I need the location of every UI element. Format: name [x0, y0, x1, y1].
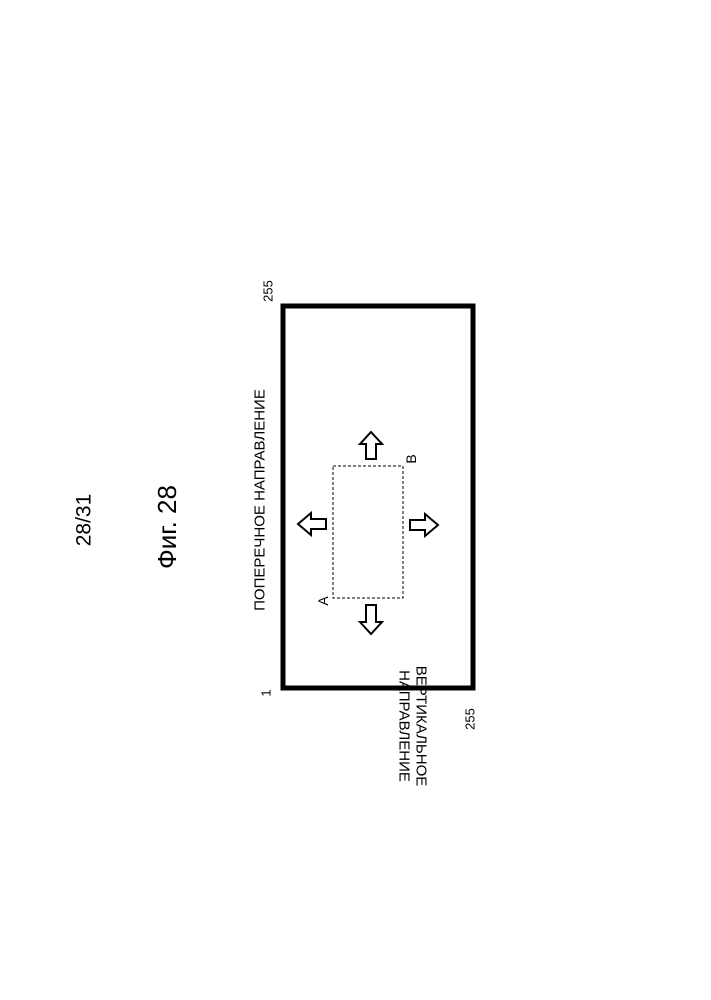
image-frame: [283, 306, 473, 688]
arrow-down-icon: [360, 605, 382, 634]
arrow-left-icon: [298, 513, 326, 535]
search-region-box: [333, 466, 403, 598]
arrow-right-icon: [410, 514, 438, 536]
arrow-up-icon: [360, 432, 382, 459]
